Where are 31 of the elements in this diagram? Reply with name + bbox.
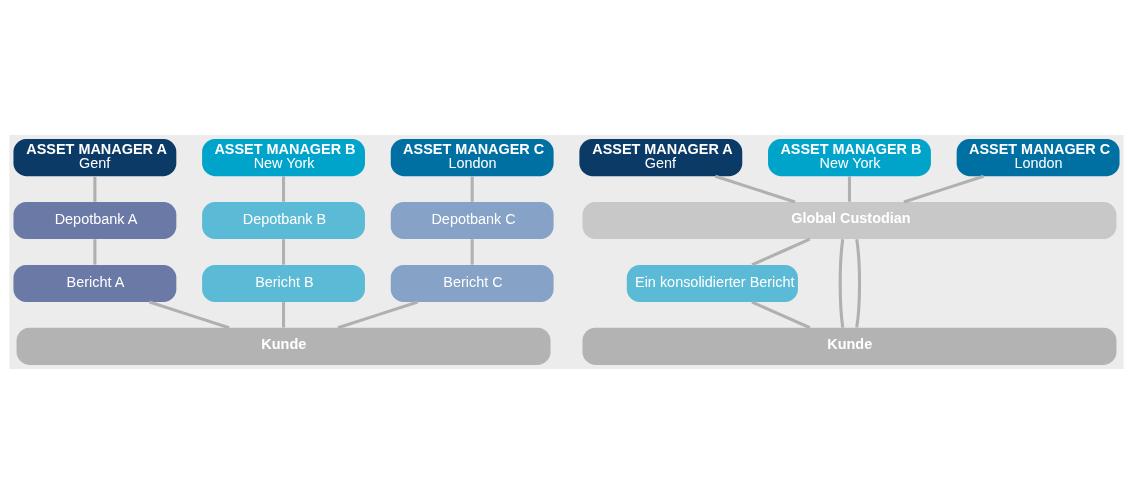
node-box: Bericht C: [390, 264, 554, 302]
connector: [855, 238, 862, 328]
connector: [751, 237, 811, 266]
connector: [903, 174, 984, 203]
connector: [93, 175, 97, 202]
connector: [282, 175, 286, 202]
node-box: Bericht B: [202, 264, 365, 302]
node-box: Ein konsolidierter Bericht: [626, 264, 798, 302]
connector: [282, 238, 286, 265]
connector: [847, 175, 851, 202]
connector: [93, 238, 97, 265]
connector: [149, 300, 230, 329]
node-box: Kunde: [582, 327, 1117, 365]
node-box: ASSET MANAGER A Genf: [13, 138, 177, 176]
connector: [470, 238, 474, 265]
connector: [470, 175, 474, 202]
node-box: Depotbank A: [13, 201, 177, 239]
node-box: ASSET MANAGER C London: [956, 138, 1120, 176]
node-box: ASSET MANAGER B New York: [202, 138, 365, 176]
node-box: ASSET MANAGER C London: [390, 138, 554, 176]
node-box: Depotbank B: [202, 201, 365, 239]
node-box: Kunde: [16, 327, 551, 365]
node-box: Depotbank C: [390, 201, 554, 239]
connector: [838, 238, 845, 328]
connector: [714, 174, 796, 203]
connector: [751, 300, 811, 329]
connector: [337, 300, 419, 329]
node-box: ASSET MANAGER B New York: [768, 138, 931, 176]
node-box: ASSET MANAGER A Genf: [579, 138, 743, 176]
node-box: Bericht A: [13, 264, 177, 302]
connector: [282, 301, 286, 328]
